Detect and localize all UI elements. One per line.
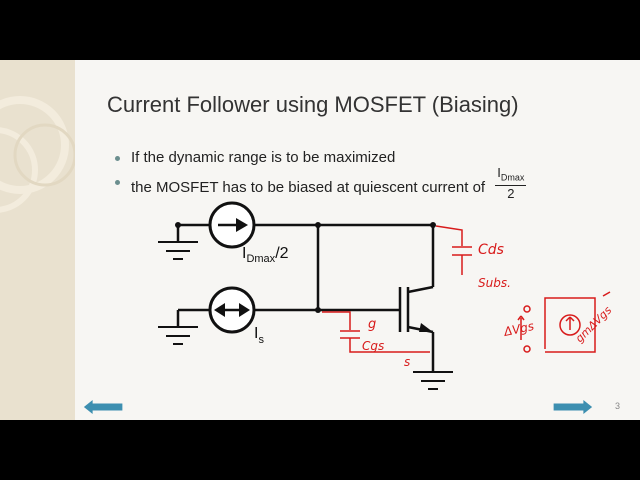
bullet-list: If the dynamic range is to be maximized … bbox=[115, 146, 527, 201]
ground-symbol-top bbox=[158, 241, 198, 260]
junction-dot bbox=[315, 222, 321, 228]
subs-annotation: Subs. bbox=[478, 276, 511, 290]
bullet-text: the MOSFET has to be biased at quiescent… bbox=[131, 178, 486, 196]
page-number: 3 bbox=[615, 401, 621, 411]
ground-symbol-source bbox=[413, 371, 453, 390]
junction-dot bbox=[175, 222, 181, 228]
previous-slide-button[interactable] bbox=[82, 400, 126, 414]
right-arrow-icon bbox=[553, 400, 593, 414]
ground-symbol-middle bbox=[158, 326, 198, 345]
is-label: Is bbox=[254, 325, 264, 346]
idmax-label: IDmax/2 bbox=[242, 245, 289, 265]
fraction-numerator-subscript: Dmax bbox=[500, 172, 525, 183]
fraction-idmax-over-2: IDmax 2 bbox=[495, 165, 527, 202]
gate-annotation: g bbox=[368, 317, 376, 332]
mosfet-icon bbox=[398, 285, 434, 334]
delta-vgs-annotation: ΔVgs bbox=[502, 319, 536, 339]
next-slide-button[interactable] bbox=[550, 400, 594, 414]
decorative-sidebar bbox=[0, 60, 75, 420]
fraction-numerator: I bbox=[497, 165, 501, 180]
current-source-is-icon bbox=[208, 286, 256, 334]
junction-dot bbox=[315, 307, 321, 313]
bullet-dot-icon bbox=[115, 180, 120, 185]
source-annotation: s bbox=[404, 355, 410, 369]
fraction-denominator: 2 bbox=[507, 185, 515, 201]
slide-title: Current Follower using MOSFET (Biasing) bbox=[107, 92, 519, 117]
left-arrow-icon bbox=[83, 400, 123, 414]
red-annotations bbox=[322, 225, 611, 353]
bullet-text: If the dynamic range is to be maximized bbox=[131, 149, 396, 166]
gm-delta-vgs-annotation: gmΔVgs bbox=[573, 304, 615, 346]
bullet-dot-icon bbox=[115, 156, 120, 161]
bullet-item: the MOSFET has to be biased at quiescent… bbox=[115, 166, 527, 201]
cds-annotation: Cds bbox=[478, 242, 504, 258]
current-source-idmax-icon bbox=[208, 201, 256, 249]
cgs-annotation: Cgs bbox=[362, 339, 384, 353]
bullet-item: If the dynamic range is to be maximized bbox=[115, 146, 526, 170]
slide-content: Current Follower using MOSFET (Biasing) … bbox=[75, 60, 640, 420]
junction-dot bbox=[430, 222, 436, 228]
mosfet-source-arrow-icon bbox=[419, 323, 433, 332]
